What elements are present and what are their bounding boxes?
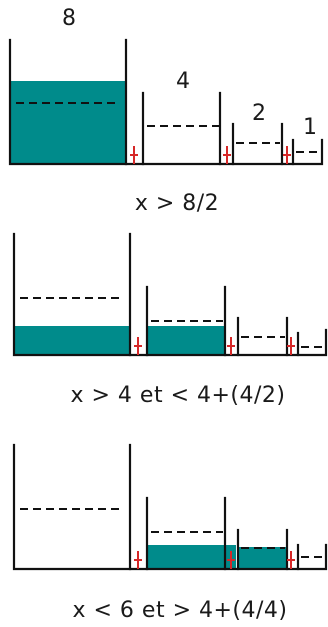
water-container-4 [148, 545, 236, 569]
valve-1 [130, 146, 138, 164]
panel-3 [12, 443, 328, 571]
water-container-8 [11, 81, 125, 164]
tank-outline [8, 38, 324, 166]
condition-caption-2: x > 4 et < 4+(4/2) [70, 383, 285, 408]
label-capacity-8: 8 [62, 6, 76, 31]
valve-2 [223, 146, 231, 164]
valve-3 [287, 551, 295, 569]
water-container-2 [239, 547, 286, 569]
label-capacity-4: 4 [176, 69, 190, 94]
panel-1 [8, 38, 324, 166]
water-container-4 [148, 326, 224, 355]
valve-1 [134, 551, 142, 569]
valve-3 [287, 337, 295, 355]
valve-2 [227, 337, 235, 355]
tank-outline [12, 232, 328, 357]
condition-caption-1: x > 8/2 [135, 191, 219, 216]
panel-2 [12, 232, 328, 357]
valve-1 [134, 337, 142, 355]
valve-2 [227, 551, 235, 569]
valve-3 [283, 146, 291, 164]
tank-outline [12, 443, 328, 571]
label-capacity-2: 2 [252, 101, 266, 126]
condition-caption-3: x < 6 et > 4+(4/4) [72, 598, 287, 623]
water-container-8 [15, 326, 129, 355]
label-capacity-1: 1 [303, 115, 317, 140]
